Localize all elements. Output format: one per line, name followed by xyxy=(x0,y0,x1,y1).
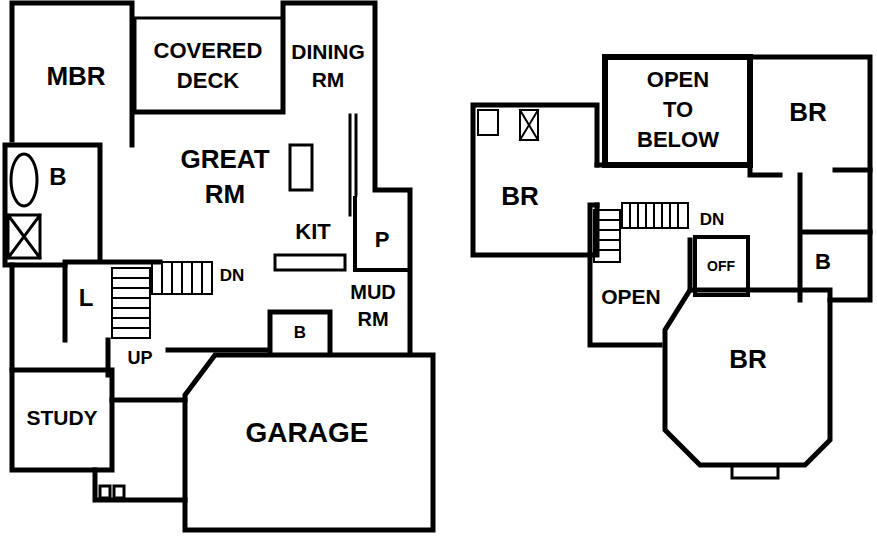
tub xyxy=(11,154,37,206)
room-label: GREAT RM xyxy=(168,142,283,212)
room-label: MUD RM xyxy=(343,279,403,333)
porch xyxy=(732,465,778,478)
room-label: B xyxy=(294,322,306,345)
counter xyxy=(275,115,356,270)
porch xyxy=(95,470,124,498)
stair-down xyxy=(594,203,688,262)
wall xyxy=(590,205,690,345)
deck-outline xyxy=(135,18,283,112)
room-label: OFF xyxy=(707,257,735,276)
room-label: COVERED DECK xyxy=(143,36,273,95)
room-label: OPEN TO BELOW xyxy=(631,65,726,154)
room-label: DN xyxy=(700,209,725,232)
wall xyxy=(597,57,870,300)
shower xyxy=(8,215,40,258)
room-label: STUDY xyxy=(26,404,97,432)
wall xyxy=(12,3,410,352)
office-wall xyxy=(695,237,748,295)
stair-down xyxy=(152,262,212,294)
wall xyxy=(168,312,330,352)
room-label: B xyxy=(815,247,831,277)
room-label: BR xyxy=(729,342,767,377)
room-label: B xyxy=(49,161,66,193)
study-wall xyxy=(12,370,112,470)
room-label: MBR xyxy=(46,59,105,94)
room-label: P xyxy=(375,225,390,255)
wall xyxy=(473,105,597,255)
wall xyxy=(12,262,160,375)
garage-wall xyxy=(185,355,433,530)
room-label: DN xyxy=(220,265,245,288)
room-label: OPEN xyxy=(601,283,661,311)
wall xyxy=(95,400,185,500)
stair-up xyxy=(112,268,150,338)
room-label: BR xyxy=(789,95,827,130)
bedroom-wall xyxy=(665,290,830,465)
open-to-below-wall xyxy=(605,57,750,165)
room-label: GARAGE xyxy=(246,414,369,452)
wall xyxy=(5,145,100,265)
room-label: KIT xyxy=(295,217,330,247)
room-label: L xyxy=(79,282,94,314)
room-label: DINING RM xyxy=(283,38,373,95)
wall xyxy=(800,170,870,300)
kitchen-island xyxy=(290,145,312,190)
room-label: UP xyxy=(127,346,152,370)
bath-fixtures xyxy=(478,110,538,140)
pantry-wall xyxy=(355,198,410,270)
room-label: BR xyxy=(501,179,539,214)
